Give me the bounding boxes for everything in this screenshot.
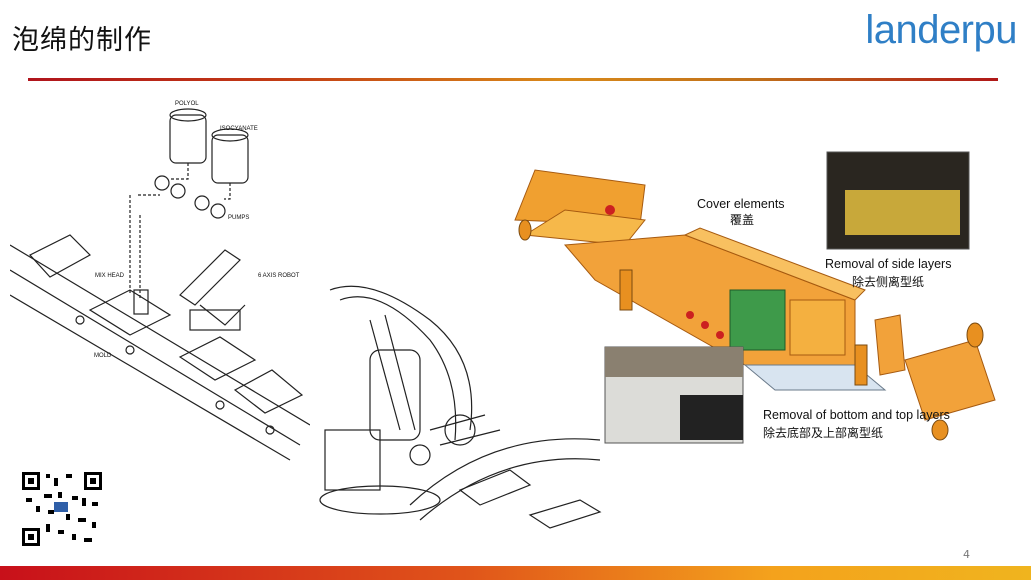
cover-elements-zh-label: 覆盖 [730, 213, 754, 227]
bottom-top-layers-zh-label: 除去底部及上部离型纸 [763, 425, 883, 440]
bottom-top-layers-label: Removal of bottom and top layers [763, 408, 950, 422]
foam-process-diagram: Cover elements 覆盖 Removal of side layers… [514, 151, 996, 444]
robot-sketch [319, 285, 602, 529]
page-number: 4 [963, 548, 970, 561]
polyol-label: POLYOL [175, 101, 199, 107]
cover-elements-label: Cover elements [697, 197, 785, 211]
slide-title: 泡绵的制作 [12, 25, 152, 56]
side-layers-label: Removal of side layers [825, 257, 951, 271]
footer-bar [0, 566, 1031, 580]
qr-code [22, 472, 102, 546]
mold-label: MOLD [94, 353, 112, 359]
company-logo: landerpu [865, 8, 1017, 52]
isocyanate-label: ISOCYANATE [220, 126, 258, 132]
mold-line-diagram: POLYOL ISOCYANATE PUMPS MIX HEAD 6 AXIS … [10, 101, 310, 461]
pumps-label: PUMPS [228, 215, 249, 221]
mix-head-label: MIX HEAD [95, 273, 125, 279]
title-divider [28, 78, 998, 81]
side-layers-zh-label: 除去侧离型纸 [852, 274, 924, 289]
robot-label: 6 AXIS ROBOT [258, 273, 300, 279]
